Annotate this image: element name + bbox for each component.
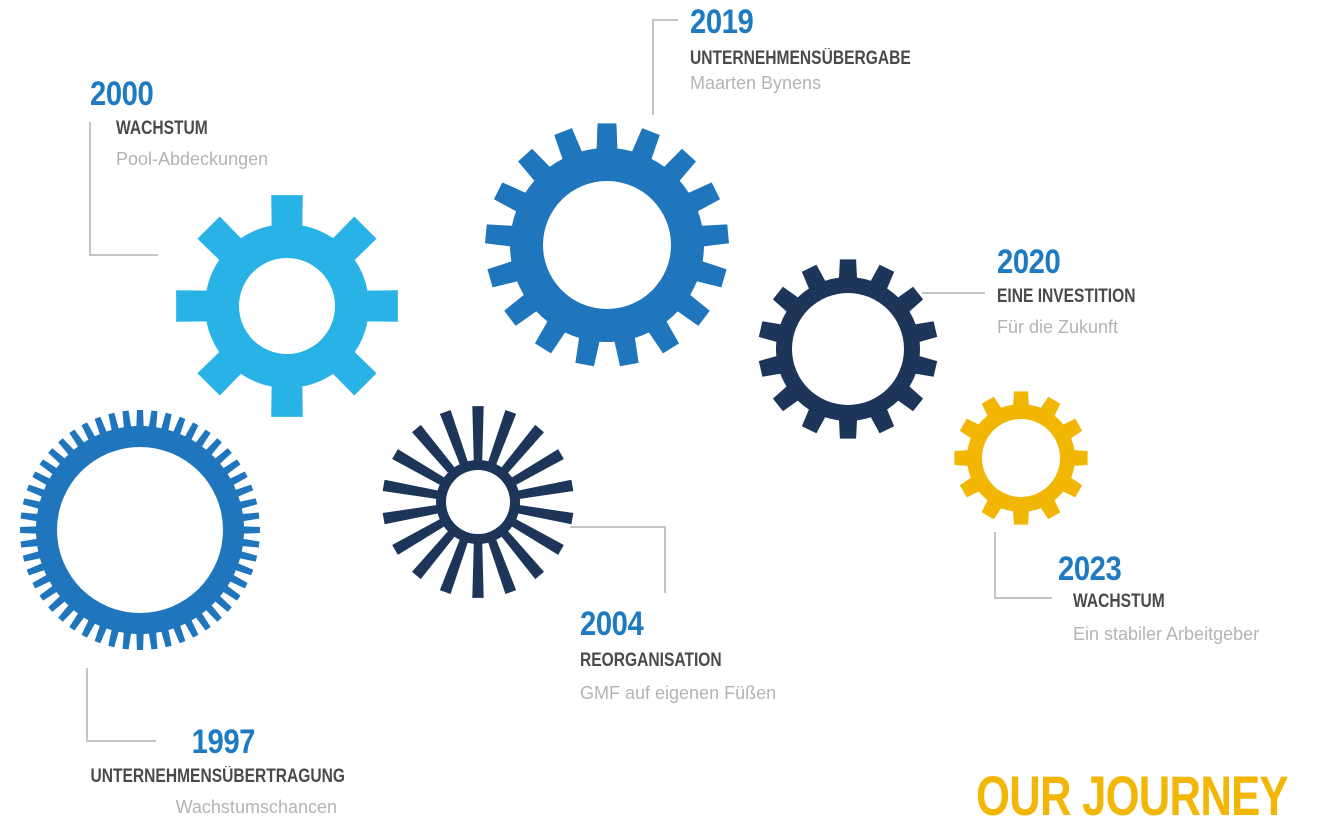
milestone-2004: 2004 REORGANISATION GMF auf eigenen Füße… xyxy=(580,606,776,704)
gear-2020-icon xyxy=(758,259,938,439)
milestone-year: 2019 xyxy=(690,3,754,41)
milestone-2020: 2020 EINE INVESTITION Für die Zukunft xyxy=(997,244,1166,338)
milestone-year: 1997 xyxy=(191,723,256,761)
connector-2000 xyxy=(89,122,158,256)
connector-2004 xyxy=(570,526,666,593)
milestone-1997: 1997 UNTERNEHMENSÜBERTRAGUNG Wachstumsch… xyxy=(10,724,345,818)
milestone-subtitle: Für die Zukunft xyxy=(997,317,1119,337)
connector-1997 xyxy=(86,668,156,742)
milestone-title: EINE INVESTITION xyxy=(997,286,1136,307)
milestone-2000: 2000 WACHSTUM Pool-Abdeckungen xyxy=(90,76,268,170)
gear-1997-icon xyxy=(20,410,260,650)
gear-2023-icon xyxy=(954,391,1088,525)
milestone-year: 2020 xyxy=(997,243,1061,281)
journey-heading: OUR JOURNEY xyxy=(976,764,1289,827)
milestone-title: WACHSTUM xyxy=(116,118,208,139)
milestone-title: REORGANISATION xyxy=(580,650,722,671)
gear-2019-icon xyxy=(485,123,729,367)
milestone-title: UNTERNEHMENSÜBERTRAGUNG xyxy=(90,766,345,787)
milestone-title: WACHSTUM xyxy=(1073,591,1165,612)
milestone-2019: 2019 UNTERNEHMENSÜBERGABE Maarten Bynens xyxy=(690,4,959,94)
milestone-year: 2023 xyxy=(1058,550,1122,588)
milestone-title: UNTERNEHMENSÜBERGABE xyxy=(690,48,911,69)
connector-2019 xyxy=(652,19,678,115)
milestone-subtitle: GMF auf eigenen Füßen xyxy=(580,683,777,703)
milestone-subtitle: Ein stabiler Arbeitgeber xyxy=(1073,624,1260,644)
milestone-year: 2004 xyxy=(580,605,644,643)
gear-2000-icon xyxy=(176,195,398,417)
connector-2023 xyxy=(994,532,1052,599)
milestone-2023: 2023 WACHSTUM Ein stabiler Arbeitgeber xyxy=(1058,551,1259,645)
milestone-subtitle: Maarten Bynens xyxy=(690,73,822,93)
milestone-subtitle: Pool-Abdeckungen xyxy=(116,149,269,169)
milestone-year: 2000 xyxy=(90,75,154,113)
milestone-subtitle: Wachstumschancen xyxy=(175,797,337,817)
gear-2004-icon xyxy=(382,406,574,598)
